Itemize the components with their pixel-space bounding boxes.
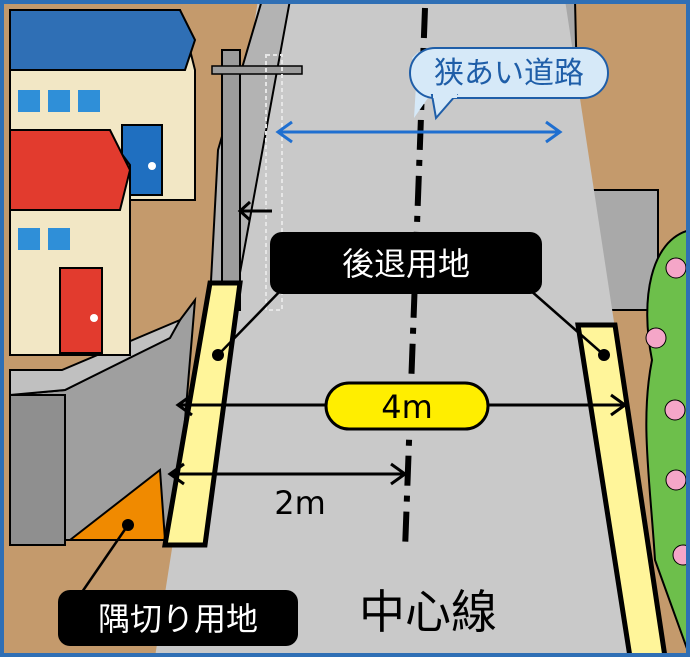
narrow-road-callout: 狭あい道路 — [409, 47, 609, 121]
center-line-label: 中心線 — [359, 585, 497, 639]
setback-strip-left — [162, 280, 243, 548]
center-line — [402, 7, 428, 551]
left-wall-face — [9, 394, 66, 546]
narrow-road-width-arrow — [275, 120, 563, 144]
left-wall-top — [9, 317, 183, 397]
two-meter-arrow — [167, 462, 408, 486]
hedge — [645, 228, 690, 657]
setback-label-box: 後退用地 — [270, 232, 542, 294]
corner-cut-leader — [78, 519, 134, 596]
corner-cut-label: 隅切り用地 — [98, 600, 258, 638]
road-surface — [155, 0, 665, 657]
corner-cut-label-box: 隅切り用地 — [58, 590, 298, 646]
setback-leader-lines — [212, 285, 610, 361]
four-meter-label-box: 4m — [324, 381, 490, 431]
flower-icon — [645, 257, 690, 566]
house-lower — [9, 129, 132, 356]
setback-strip-right — [575, 322, 668, 657]
house-upper — [9, 9, 197, 201]
four-meter-label: 4m — [381, 388, 433, 426]
left-arrow-icon — [237, 200, 272, 222]
narrow-road-label: 狭あい道路 — [434, 56, 584, 91]
relocated-pole-outline — [265, 54, 283, 311]
setback-label: 後退用地 — [342, 245, 470, 283]
two-meter-label: 2m — [274, 484, 326, 522]
